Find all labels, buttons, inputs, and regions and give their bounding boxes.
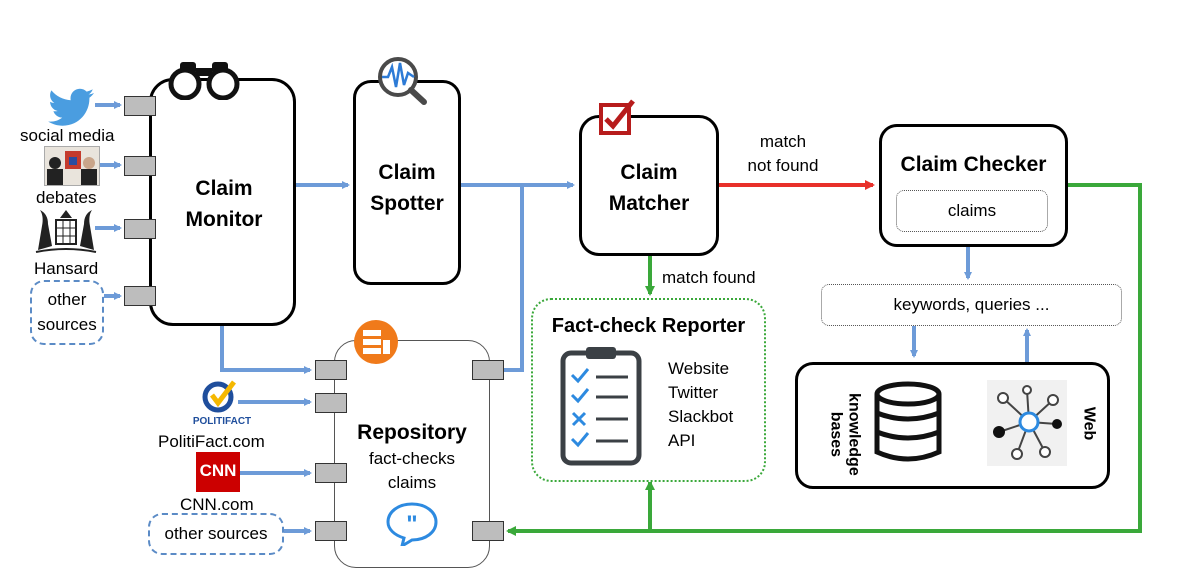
web-network-icon (987, 380, 1067, 466)
repo-port-in-2 (315, 393, 347, 413)
reporter-output-website: Website (668, 359, 730, 378)
database-repository-icon (354, 320, 398, 364)
binoculars-icon (168, 62, 240, 100)
match-found-label: match found (662, 268, 756, 287)
knowledge-bases-label: knowledge bases (826, 384, 863, 484)
knowledge-bases-line1: knowledge (845, 393, 863, 476)
repository-line-claims: claims (387, 473, 437, 492)
monitor-port-4 (124, 286, 156, 306)
waveform-magnifier-icon (378, 57, 427, 105)
repository-line-fact-checks: fact-checks (369, 449, 455, 468)
repo-port-out (472, 360, 504, 380)
claim-matcher-label-line1: Claim (620, 161, 678, 184)
database-icon (874, 381, 942, 462)
quote-bubble-icon: " (386, 502, 438, 546)
keywords-label: keywords, queries ... (893, 295, 1050, 314)
arrow-monitor-to-repository (220, 326, 312, 374)
cnn-logo-box (196, 452, 240, 492)
arrow-checker-feedback (506, 183, 1142, 536)
reporter-output-slackbot: Slackbot (668, 407, 734, 426)
other-sources-top-line2: sources (37, 315, 97, 334)
svg-text:": " (406, 511, 417, 538)
other-sources-bottom-label: other sources (164, 524, 268, 543)
debates-image (44, 146, 100, 186)
web-label: Web (1080, 406, 1098, 441)
monitor-port-3 (124, 219, 156, 239)
other-sources-bottom-box (148, 513, 284, 555)
claims-inner-label: claims (947, 201, 997, 220)
keywords-box (821, 284, 1122, 326)
claim-spotter-label-line2: Spotter (370, 192, 444, 215)
claim-monitor-box (149, 78, 296, 326)
repo-port-in-4 (315, 521, 347, 541)
politifact-caption: PolitiFact.com (158, 432, 265, 451)
knowledge-bases-line2: bases (827, 411, 844, 458)
claim-spotter-label-line1: Claim (378, 161, 436, 184)
twitter-bird-icon (48, 88, 94, 126)
arrow-repository-to-matcher (504, 185, 524, 372)
monitor-port-1 (124, 96, 156, 116)
politifact-logo-icon (202, 380, 236, 413)
claim-matcher-box (579, 115, 719, 256)
match-not-found-line1: match (759, 132, 807, 151)
source-debates-label: debates (36, 188, 97, 207)
claim-monitor-label-line1: Claim (195, 177, 253, 200)
politifact-logo-text: POLITIFACT (192, 416, 252, 427)
source-social-media-label: social media (20, 126, 115, 145)
clipboard-checklist-icon (560, 347, 642, 466)
other-sources-top-box (30, 280, 104, 345)
cnn-caption: CNN.com (180, 495, 254, 514)
repo-port-in-1 (315, 360, 347, 380)
claim-monitor-label-line2: Monitor (185, 208, 263, 231)
fact-check-reporter-title: Fact-check Reporter (551, 315, 746, 337)
claims-inner-box (896, 190, 1048, 232)
match-not-found-line2: not found (747, 156, 819, 175)
claim-checker-title: Claim Checker (900, 153, 1047, 176)
repo-port-feedback (472, 521, 504, 541)
repo-port-in-3 (315, 463, 347, 483)
monitor-port-2 (124, 156, 156, 176)
reporter-output-api: API (668, 431, 696, 450)
reporter-output-twitter: Twitter (668, 383, 719, 402)
checkbox-check-icon (599, 99, 635, 135)
other-sources-top-line1: other (47, 290, 87, 309)
cnn-logo-text: CNN (199, 461, 237, 480)
source-hansard-label: Hansard (34, 259, 99, 278)
claim-matcher-label-line2: Matcher (608, 192, 690, 215)
coat-of-arms-icon (35, 210, 97, 253)
repository-title: Repository (357, 421, 467, 444)
